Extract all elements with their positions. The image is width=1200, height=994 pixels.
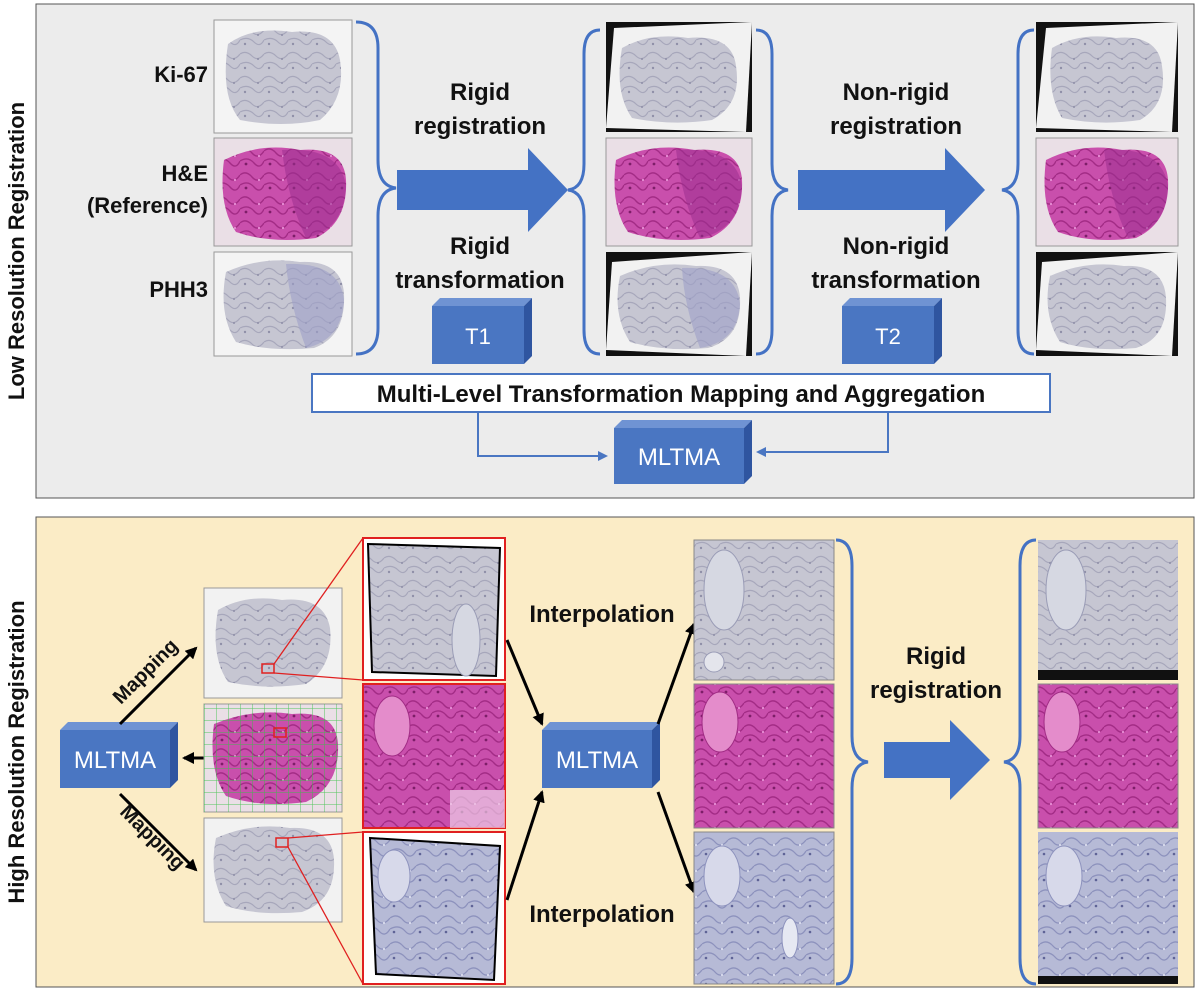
slide-he-original — [213, 137, 353, 247]
arrow-icon — [505, 639, 544, 726]
interpolation-bottom-label: Interpolation — [529, 901, 674, 928]
lowres-slide-he-grid — [203, 703, 343, 813]
t2-label: T2 — [875, 324, 901, 349]
slide-he-rigid — [605, 137, 753, 247]
rigid-transformation-line1: Rigid — [450, 233, 510, 260]
arrow-icon — [656, 622, 697, 725]
mapping-aggregation-banner — [311, 373, 1051, 413]
arrow-icon — [118, 646, 198, 726]
label-ki67: Ki-67 — [154, 62, 208, 87]
block-arrow-icon — [798, 148, 985, 232]
interpolated-phh3 — [693, 831, 835, 985]
slide-phh3-nonrigid — [1036, 252, 1178, 356]
mltma-center-label: MLTMA — [556, 747, 638, 774]
label-phh3: PHH3 — [149, 277, 208, 302]
slide-phh3-rigid — [606, 252, 752, 356]
rigid-registration-line1: Rigid — [450, 79, 510, 106]
curly-brace-icon — [355, 20, 397, 356]
mltma-top-label: MLTMA — [638, 444, 720, 471]
block-arrow-icon — [884, 720, 990, 800]
arrow-icon — [656, 791, 697, 894]
t2-transform-box: T2 — [842, 298, 942, 364]
slide-ki67-nonrigid — [1036, 22, 1178, 132]
curly-brace-icon — [567, 28, 601, 356]
slide-he-nonrigid — [1035, 137, 1179, 247]
mltma-box-left: MLTMA — [60, 722, 178, 788]
t1-label: T1 — [465, 324, 491, 349]
nonrigid-transformation-line1: Non-rigid — [843, 233, 950, 260]
curly-brace-icon — [835, 538, 869, 986]
arrow-icon — [756, 412, 889, 457]
final-ki67 — [1038, 540, 1178, 680]
slide-phh3-original — [213, 251, 353, 357]
interpolation-top-label: Interpolation — [529, 601, 674, 628]
slide-ki67-rigid — [606, 22, 752, 132]
bottom-panel-side-label: High Resolution Registration — [4, 600, 29, 903]
mltma-box-top: MLTMA — [614, 420, 752, 484]
curly-brace-icon — [755, 28, 789, 356]
highres-crop-ki67 — [362, 537, 506, 681]
label-he: H&E — [162, 161, 208, 186]
rigid-registration-line2: registration — [414, 113, 546, 140]
mapping-aggregation-text: Multi-Level Transformation Mapping and A… — [377, 381, 985, 408]
highres-crop-he — [362, 683, 506, 829]
interpolated-he — [693, 683, 835, 829]
label-he-reference: (Reference) — [87, 193, 208, 218]
interpolated-ki67 — [693, 539, 835, 681]
zoom-lines — [273, 537, 364, 985]
lowres-slide-phh3 — [203, 817, 343, 923]
rigid-registration-bottom-line2: registration — [870, 677, 1002, 704]
final-phh3 — [1038, 832, 1178, 984]
final-he — [1037, 683, 1179, 829]
curly-brace-icon — [1001, 28, 1035, 356]
highres-crop-phh3 — [362, 831, 506, 985]
nonrigid-registration-line1: Non-rigid — [843, 79, 950, 106]
t1-transform-box: T1 — [432, 298, 532, 364]
mltma-box-center: MLTMA — [542, 722, 660, 788]
rigid-registration-bottom-line1: Rigid — [906, 643, 966, 670]
top-panel-side-label: Low Resolution Registration — [4, 102, 29, 400]
lowres-slide-ki67 — [203, 587, 343, 699]
rigid-transformation-line2: transformation — [395, 267, 564, 294]
arrow-icon — [477, 412, 608, 461]
slide-ki67-original — [213, 19, 353, 134]
block-arrow-icon — [397, 148, 568, 232]
mltma-left-label: MLTMA — [74, 747, 156, 774]
arrow-icon — [505, 790, 545, 901]
nonrigid-transformation-line2: transformation — [811, 267, 980, 294]
arrow-icon — [118, 792, 198, 872]
curly-brace-icon — [1003, 538, 1037, 986]
nonrigid-registration-line2: registration — [830, 113, 962, 140]
